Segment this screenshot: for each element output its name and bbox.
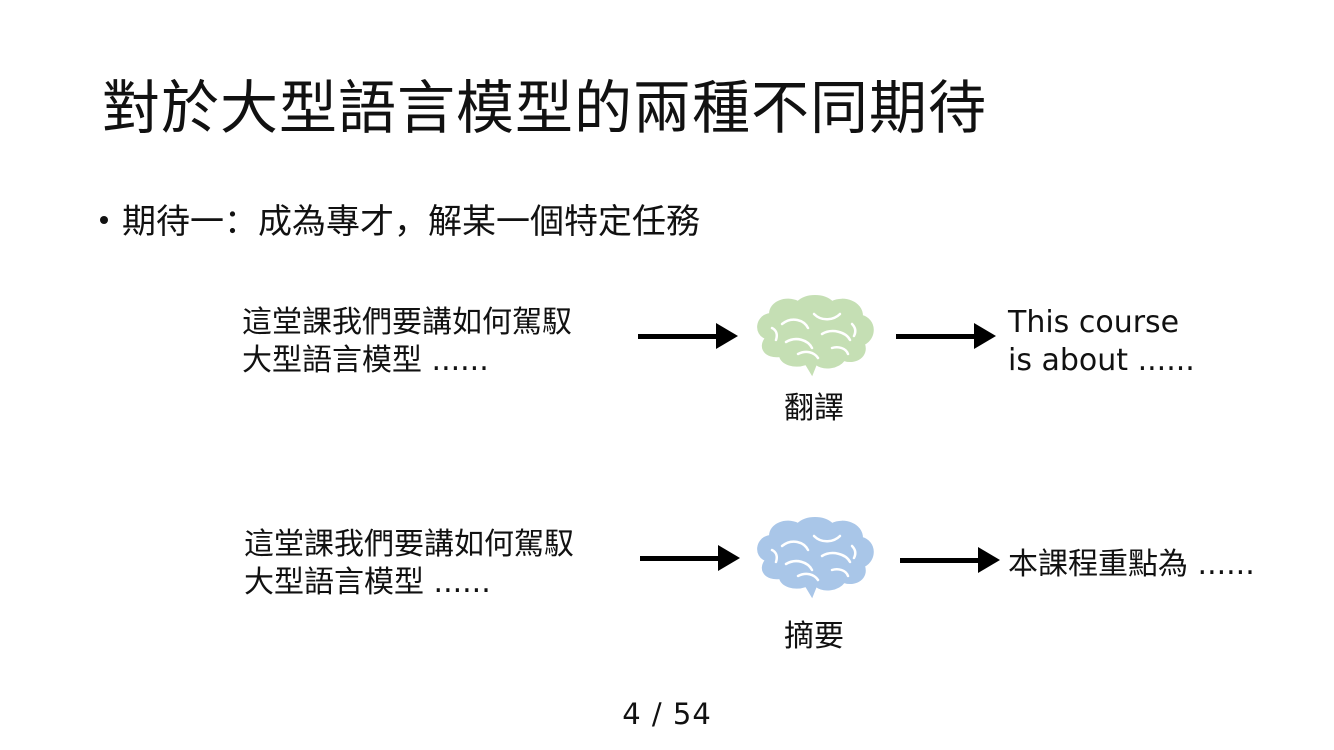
example-2-task-label: 摘要: [784, 619, 844, 654]
page-number: 4 / 54: [622, 697, 712, 731]
brain-icon: [757, 295, 874, 377]
example-1-output: This course is about ......: [1008, 304, 1195, 380]
example-2-output-line-1: 本課程重點為 ......: [1008, 547, 1255, 582]
example-1-output-line-2: is about ......: [1008, 343, 1195, 378]
example-1-input-line-2: 大型語言模型 ......: [242, 343, 489, 378]
bullet-dot: [100, 215, 108, 224]
right-arrow-icon: [900, 547, 1000, 573]
example-2-output: 本課程重點為 ......: [1008, 546, 1255, 584]
example-1-input-line-1: 這堂課我們要講如何駕馭: [242, 305, 572, 340]
brain-icon: [757, 517, 874, 599]
example-2-input-line-2: 大型語言模型 ......: [244, 565, 491, 600]
right-arrow-icon: [640, 545, 740, 571]
example-1-input: 這堂課我們要講如何駕馭 大型語言模型 ......: [242, 304, 572, 380]
right-arrow-icon: [638, 323, 738, 349]
example-1-output-line-1: This course: [1008, 305, 1180, 340]
bullet-text: 期待一：成為專才，解某一個特定任務: [122, 202, 700, 242]
example-1-task-label: 翻譯: [784, 391, 844, 426]
right-arrow-icon: [896, 323, 996, 349]
example-2-input: 這堂課我們要講如何駕馭 大型語言模型 ......: [244, 526, 574, 602]
example-2-input-line-1: 這堂課我們要講如何駕馭: [244, 527, 574, 562]
slide-title: 對於大型語言模型的兩種不同期待: [102, 74, 988, 142]
bullet-item: 期待一：成為專才，解某一個特定任務: [100, 200, 700, 244]
